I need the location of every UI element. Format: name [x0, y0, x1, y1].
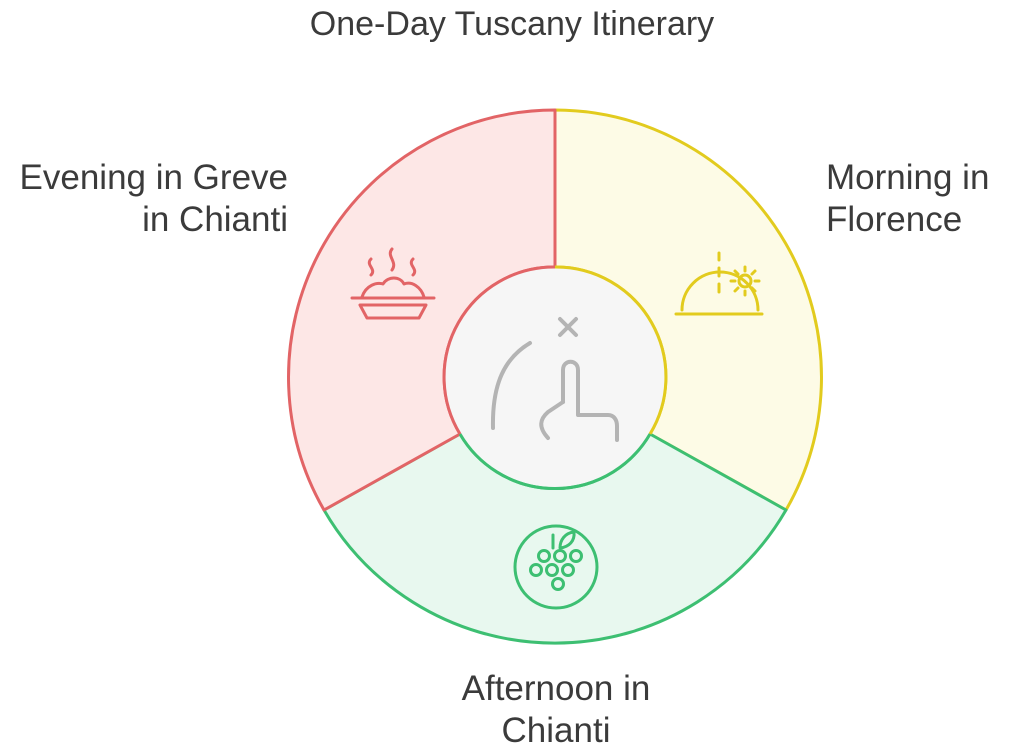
label-morning-line-1: Morning in — [826, 158, 990, 197]
inner-ring-evening — [442, 265, 556, 435]
label-afternoon-line-1: Afternoon in — [461, 669, 651, 708]
diagram-title: One-Day Tuscany Itinerary — [309, 5, 715, 43]
grapes-icon — [513, 524, 599, 610]
label-evening: Evening in Greve in Chianti — [8, 157, 288, 241]
center-circle[interactable] — [445, 267, 665, 487]
label-afternoon: Afternoon in Chianti — [406, 668, 706, 752]
label-evening-line-1: Evening in Greve — [19, 158, 288, 197]
hot-dish-icon — [350, 247, 436, 320]
label-evening-line-2: in Chianti — [142, 200, 288, 239]
inner-ring-morning — [554, 265, 668, 435]
label-afternoon-line-2: Chianti — [501, 711, 611, 750]
label-morning: Morning in Florence — [826, 157, 1016, 241]
hand-pointer-icon — [490, 317, 619, 442]
sunrise-icon — [674, 251, 764, 316]
label-morning-line-2: Florence — [826, 200, 963, 239]
inner-ring-afternoon — [458, 433, 652, 490]
